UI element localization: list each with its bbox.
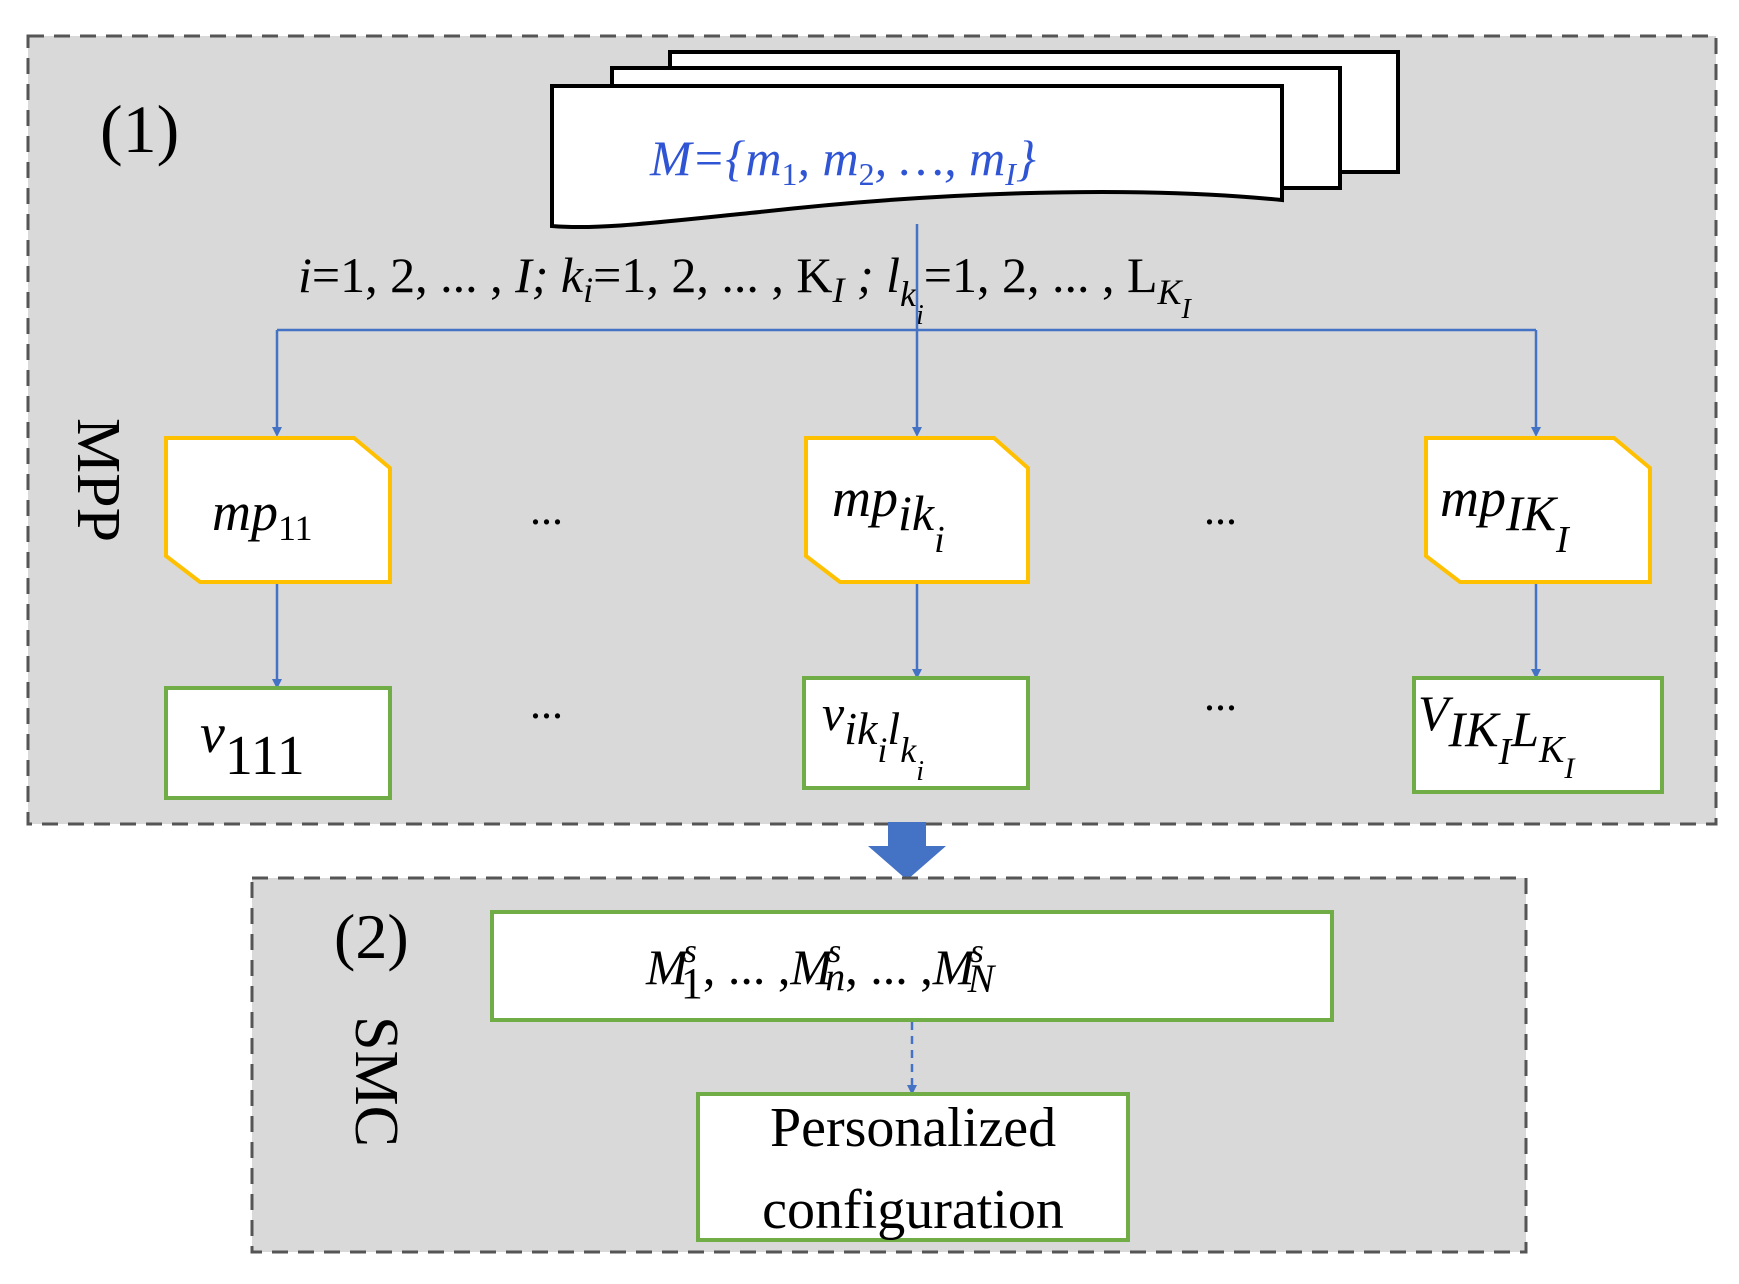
step-label-1: (1) — [100, 91, 179, 167]
v-node-1 — [164, 686, 392, 800]
mp-label-3: mpIKI — [1440, 468, 1571, 561]
mp-label-1: mp11 — [212, 482, 313, 548]
step-label-2: (2) — [334, 901, 409, 972]
side-label-smc: SMC — [342, 1016, 410, 1147]
model-set-label: M={m1, m2, …, mI} — [649, 130, 1036, 192]
big-down-arrow — [868, 822, 946, 880]
personalized-configuration-box — [696, 1092, 1130, 1242]
connectors — [272, 224, 1541, 689]
result-line-1: Personalized — [770, 1097, 1056, 1159]
ellipsis-mp-1: ... — [530, 485, 563, 534]
index-ranges: i=1, 2, ... , I; ki=1, 2, ... , KI ; lki… — [298, 247, 1193, 331]
v-label-1: v111 — [200, 703, 305, 787]
mp-label-2: mpiki — [832, 468, 945, 561]
submodels-box — [490, 910, 1334, 1022]
ellipsis-v-1: ... — [530, 679, 563, 728]
v-node-3 — [1412, 676, 1664, 794]
mp-node-3 — [1424, 436, 1652, 584]
v-label-3: VIKILKI — [1418, 685, 1576, 785]
model-set-document — [550, 50, 1400, 230]
v-node-2 — [802, 676, 1030, 790]
mp-node-1 — [164, 436, 392, 584]
v-label-2: vikilki — [822, 685, 924, 787]
ellipsis-v-2: ... — [1204, 671, 1237, 720]
result-line-2: configuration — [762, 1179, 1064, 1241]
mp-node-2 — [804, 436, 1030, 584]
side-label-mpp: MPP — [64, 418, 132, 542]
ellipsis-mp-2: ... — [1204, 485, 1237, 534]
